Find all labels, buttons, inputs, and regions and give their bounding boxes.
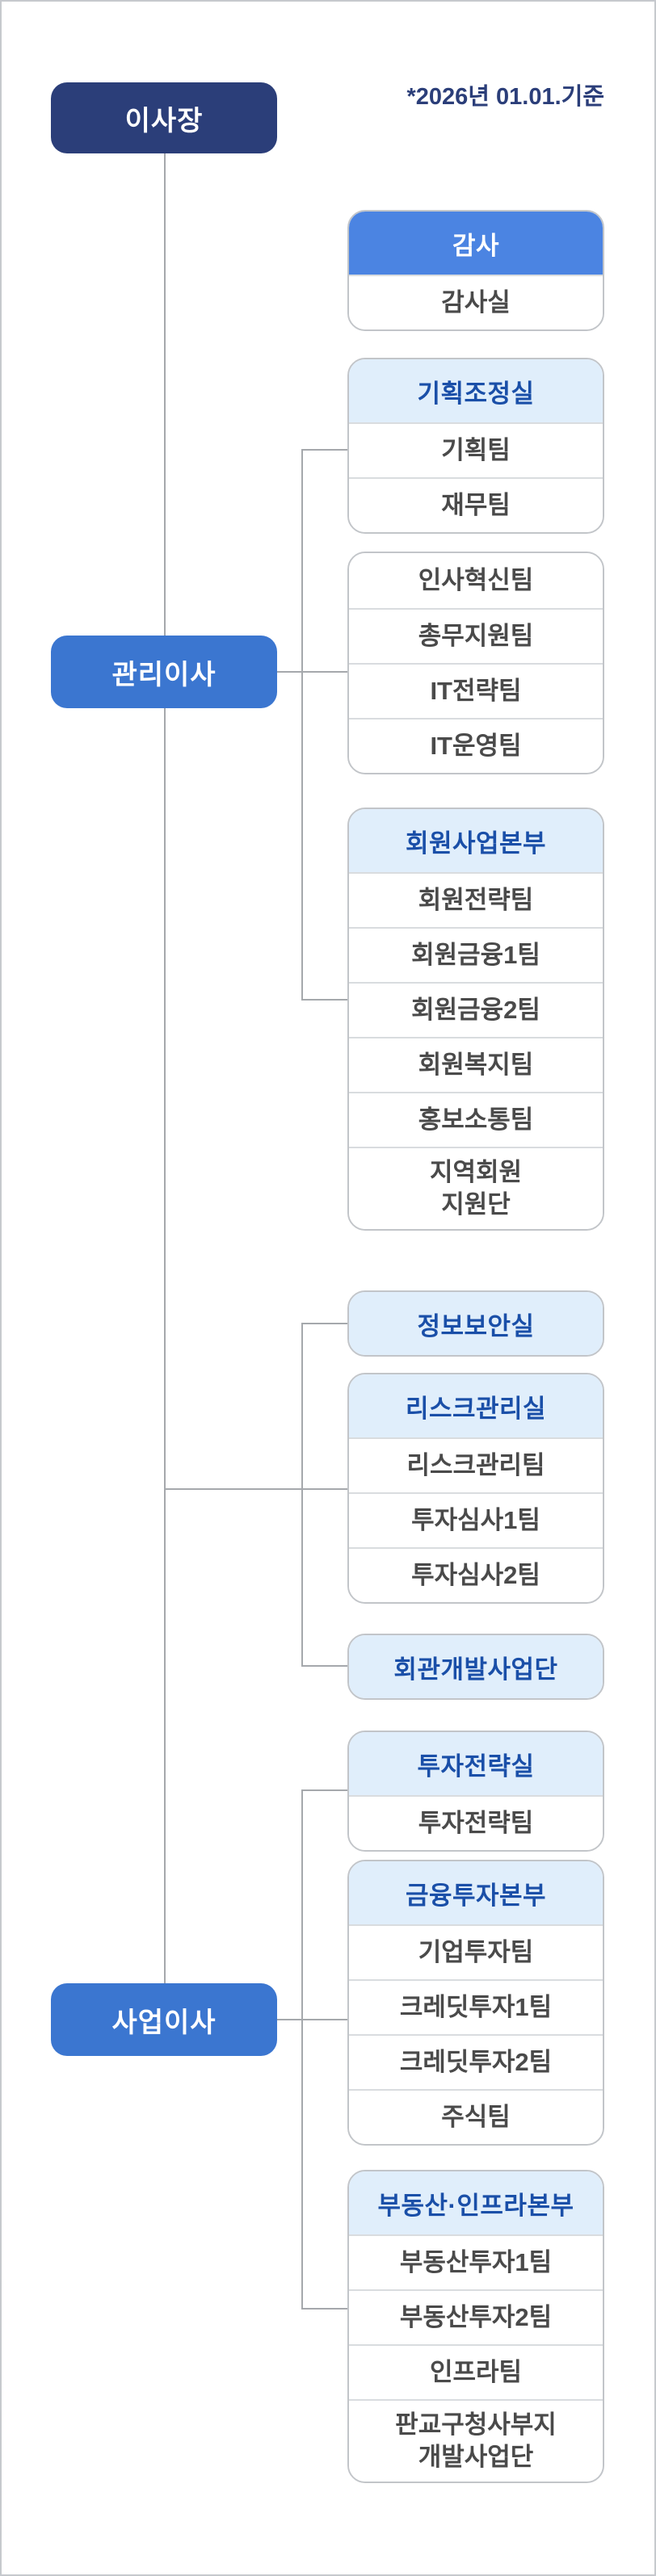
card-header-infosec: 정보보안실 xyxy=(349,1292,603,1355)
connector-rail-2 xyxy=(301,1323,303,1667)
realestate-infra-hq-card: 부동산·인프라본부 부동산투자1팀 부동산투자2팀 인프라팀 판교구청사부지 개… xyxy=(347,2170,604,2483)
card-header-membership: 회원사업본부 xyxy=(349,809,603,872)
team-row: 홍보소통팀 xyxy=(349,1092,603,1147)
team-row: 주식팀 xyxy=(349,2089,603,2144)
card-header-invest-strategy: 투자전략실 xyxy=(349,1732,603,1795)
planning-office-card: 기획조정실 기획팀 재무팀 xyxy=(347,358,604,534)
audit-card: 감사 감사실 xyxy=(347,210,604,331)
card-header-fin-invest: 금융투자본부 xyxy=(349,1861,603,1924)
team-row: IT운영팀 xyxy=(349,718,603,773)
connector-rail-1 xyxy=(301,449,303,1001)
connector-trunk xyxy=(164,153,166,1984)
connector-branch-mid xyxy=(165,1488,347,1490)
connector-stub-realestate xyxy=(302,2308,347,2310)
card-header-realestate: 부동산·인프라본부 xyxy=(349,2171,603,2234)
card-header-risk: 리스크관리실 xyxy=(349,1374,603,1437)
team-row: 인사혁신팀 xyxy=(349,553,603,608)
connector-rail-3 xyxy=(301,1789,303,2310)
team-row: 투자전략팀 xyxy=(349,1795,603,1850)
connector-managing-stub xyxy=(277,671,347,673)
team-row: 판교구청사부지 개발사업단 xyxy=(349,2399,603,2482)
connector-stub-invest-strategy xyxy=(302,1789,347,1791)
connector-stub-halldev xyxy=(302,1665,347,1667)
managing-director-box: 관리이사 xyxy=(51,636,277,708)
as-of-date: *2026년 01.01.기준 xyxy=(406,84,604,110)
hall-dev-card: 회관개발사업단 xyxy=(347,1634,604,1700)
connector-business-stub xyxy=(277,2019,347,2020)
team-row: 회원금융1팀 xyxy=(349,927,603,982)
card-header-audit: 감사 xyxy=(349,212,603,275)
team-row: 회원금융2팀 xyxy=(349,982,603,1037)
team-row: 총무지원팀 xyxy=(349,608,603,663)
invest-strategy-card: 투자전략실 투자전략팀 xyxy=(347,1731,604,1852)
membership-hq-card: 회원사업본부 회원전략팀 회원금융1팀 회원금융2팀 회원복지팀 홍보소통팀 지… xyxy=(347,808,604,1231)
team-row: 회원전략팀 xyxy=(349,872,603,927)
connector-stub-infosec xyxy=(302,1323,347,1324)
team-row: 지역회원 지원단 xyxy=(349,1147,603,1229)
team-row: 리스크관리팀 xyxy=(349,1437,603,1492)
team-row: 기업투자팀 xyxy=(349,1924,603,1979)
team-row: 재무팀 xyxy=(349,477,603,532)
team-row: 크레딧투자1팀 xyxy=(349,1979,603,2034)
team-row: 회원복지팀 xyxy=(349,1037,603,1092)
connector-stub-membership xyxy=(302,999,347,1001)
chairman-box: 이사장 xyxy=(51,82,277,153)
team-row: 투자심사1팀 xyxy=(349,1492,603,1547)
team-row: 부동산투자2팀 xyxy=(349,2289,603,2344)
team-row: IT전략팀 xyxy=(349,663,603,718)
admin-teams-card: 인사혁신팀 총무지원팀 IT전략팀 IT운영팀 xyxy=(347,552,604,774)
team-row: 기획팀 xyxy=(349,422,603,477)
team-row: 부동산투자1팀 xyxy=(349,2234,603,2289)
card-header-planning: 기획조정실 xyxy=(349,359,603,422)
card-header-halldev: 회관개발사업단 xyxy=(349,1635,603,1698)
team-row: 인프라팀 xyxy=(349,2344,603,2399)
risk-office-card: 리스크관리실 리스크관리팀 투자심사1팀 투자심사2팀 xyxy=(347,1373,604,1604)
infosec-office-card: 정보보안실 xyxy=(347,1290,604,1357)
connector-stub-planning xyxy=(302,449,347,451)
team-row: 감사실 xyxy=(349,275,603,329)
business-director-box: 사업이사 xyxy=(51,1983,277,2056)
fin-invest-hq-card: 금융투자본부 기업투자팀 크레딧투자1팀 크레딧투자2팀 주식팀 xyxy=(347,1860,604,2146)
team-row: 투자심사2팀 xyxy=(349,1547,603,1602)
team-row: 크레딧투자2팀 xyxy=(349,2034,603,2089)
